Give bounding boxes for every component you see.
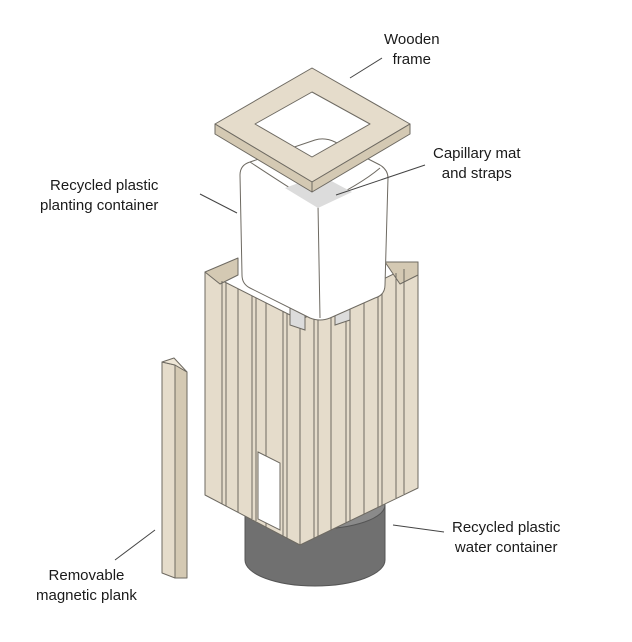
label-water-container-line1: Recycled plastic: [452, 519, 561, 536]
leader-capillary-mat: [335, 164, 426, 196]
right-wall-planks: [299, 261, 419, 546]
label-wooden-frame: Wooden frame: [384, 30, 440, 70]
leader-magnetic-plank: [114, 529, 156, 561]
label-magnetic-plank-line1: Removable: [48, 567, 125, 584]
label-planting-container: Recycled plastic planting container: [40, 176, 158, 216]
wooden-frame: [214, 67, 411, 193]
label-capillary-mat-line2: and straps: [441, 165, 512, 182]
label-magnetic-plank: Removable magnetic plank: [36, 566, 137, 606]
label-water-container: Recycled plastic water container: [452, 518, 560, 558]
leader-lines: [114, 57, 445, 561]
leader-wooden-frame: [349, 57, 383, 79]
label-wooden-frame-line2: frame: [392, 51, 431, 68]
leader-water-container: [392, 524, 445, 533]
plank-gap: [257, 451, 281, 531]
label-magnetic-plank-line2: magnetic plank: [36, 587, 137, 604]
label-capillary-mat: Capillary mat and straps: [433, 144, 521, 184]
label-water-container-line2: water container: [454, 539, 558, 556]
label-capillary-mat-line1: Capillary mat: [433, 145, 521, 162]
leader-planting-container: [199, 193, 238, 214]
label-wooden-frame-line1: Wooden: [384, 31, 440, 48]
removable-plank: [161, 357, 188, 579]
label-planting-container-line2: planting container: [40, 197, 159, 214]
label-planting-container-line1: Recycled plastic: [50, 177, 159, 194]
